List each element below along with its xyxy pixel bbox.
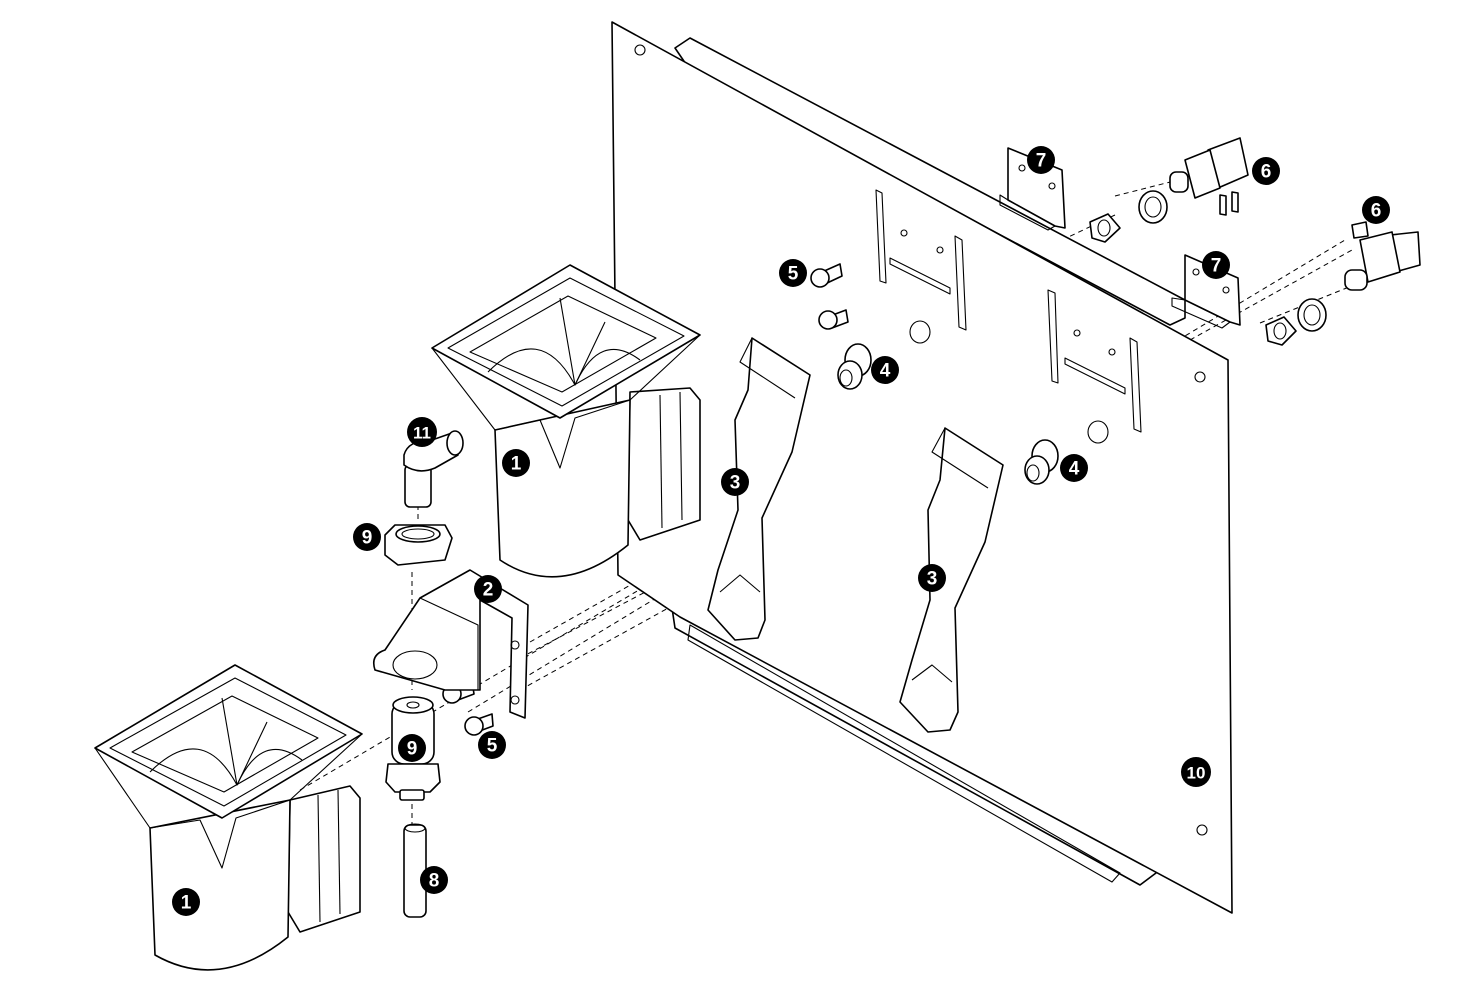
callout-9-valve: 9 <box>398 734 426 762</box>
svg-text:1: 1 <box>511 454 522 475</box>
svg-text:7: 7 <box>1211 256 1222 277</box>
callout-6-lower: 6 <box>1362 196 1390 224</box>
svg-text:5: 5 <box>487 736 498 757</box>
callout-1-lower: 1 <box>172 888 200 916</box>
spring-clip-3-right <box>899 427 1004 733</box>
svg-text:8: 8 <box>429 871 440 892</box>
fitting-4-upper <box>837 343 872 390</box>
svg-text:4: 4 <box>880 361 891 382</box>
callout-5-upper: 5 <box>779 259 807 287</box>
callout-7-upper: 7 <box>1027 146 1055 174</box>
svg-text:2: 2 <box>483 580 494 601</box>
svg-text:3: 3 <box>730 473 741 494</box>
micro-switch-6-lower <box>1265 221 1421 346</box>
screw-5-upper-b <box>818 309 849 330</box>
svg-text:10: 10 <box>1187 764 1206 783</box>
hopper-1-upper <box>431 264 701 578</box>
callout-8: 8 <box>420 866 448 894</box>
svg-text:1: 1 <box>181 893 192 914</box>
svg-text:9: 9 <box>407 739 418 760</box>
svg-text:6: 6 <box>1261 162 1272 183</box>
callout-5-lower: 5 <box>478 731 506 759</box>
callout-4-lower: 4 <box>1060 454 1088 482</box>
callout-6-upper: 6 <box>1252 157 1280 185</box>
callout-11: 11 <box>407 417 437 447</box>
tube-8 <box>403 823 427 918</box>
svg-text:6: 6 <box>1371 201 1382 222</box>
screw-5-upper-a <box>810 263 843 288</box>
svg-text:11: 11 <box>413 424 431 443</box>
callout-9-nut: 9 <box>353 523 381 551</box>
micro-switch-6-upper <box>1089 137 1249 243</box>
callout-4-upper: 4 <box>871 356 899 384</box>
callout-7-lower: 7 <box>1202 251 1230 279</box>
mounting-bracket-7-right <box>1171 254 1241 329</box>
screw-5-lower-b <box>464 713 494 736</box>
svg-text:3: 3 <box>927 569 938 590</box>
hopper-1-lower <box>94 664 363 971</box>
callout-2: 2 <box>474 575 502 603</box>
spring-clip-3-left <box>707 337 811 641</box>
callout-1-upper: 1 <box>502 449 530 477</box>
svg-text:5: 5 <box>788 264 799 285</box>
back-panel <box>611 21 1233 914</box>
svg-text:4: 4 <box>1069 459 1080 480</box>
support-bracket-2 <box>372 569 529 719</box>
fitting-4-lower <box>1024 439 1059 485</box>
svg-text:9: 9 <box>362 528 373 549</box>
callout-3-left: 3 <box>721 468 749 496</box>
callout-labels: 1 1 2 3 3 4 4 5 5 6 6 7 7 8 9 9 10 11 <box>172 146 1390 916</box>
hex-nut-9 <box>384 524 453 566</box>
callout-10: 10 <box>1181 757 1211 787</box>
svg-text:7: 7 <box>1036 151 1047 172</box>
callout-3-right: 3 <box>918 564 946 592</box>
